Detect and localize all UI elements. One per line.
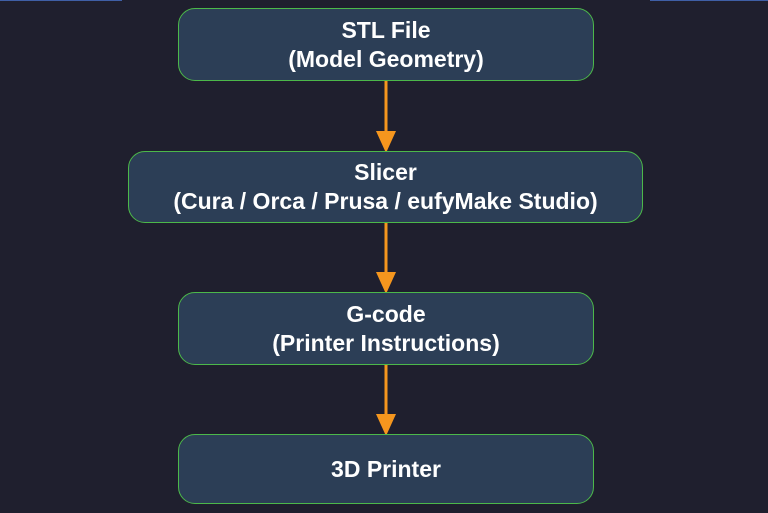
top-edge-line-right <box>650 0 768 1</box>
arrow-slicer-to-gcode <box>376 223 396 294</box>
arrow-stl-to-slicer <box>376 81 396 153</box>
top-edge-line-left <box>0 0 122 1</box>
arrow-gcode-to-printer <box>376 365 396 436</box>
node-stl-file: STL File (Model Geometry) <box>178 8 594 81</box>
node-stl-file-subtitle: (Model Geometry) <box>288 45 484 72</box>
node-gcode-title: G-code <box>346 300 426 327</box>
node-stl-file-title: STL File <box>341 16 431 43</box>
node-slicer-subtitle: (Cura / Orca / Prusa / eufyMake Studio) <box>173 188 598 214</box>
node-gcode: G-code (Printer Instructions) <box>178 292 594 365</box>
node-gcode-subtitle: (Printer Instructions) <box>272 329 500 356</box>
node-3d-printer: 3D Printer <box>178 434 594 504</box>
node-3d-printer-title: 3D Printer <box>331 455 441 482</box>
node-slicer: Slicer (Cura / Orca / Prusa / eufyMake S… <box>128 151 643 223</box>
node-slicer-title: Slicer <box>354 159 417 185</box>
